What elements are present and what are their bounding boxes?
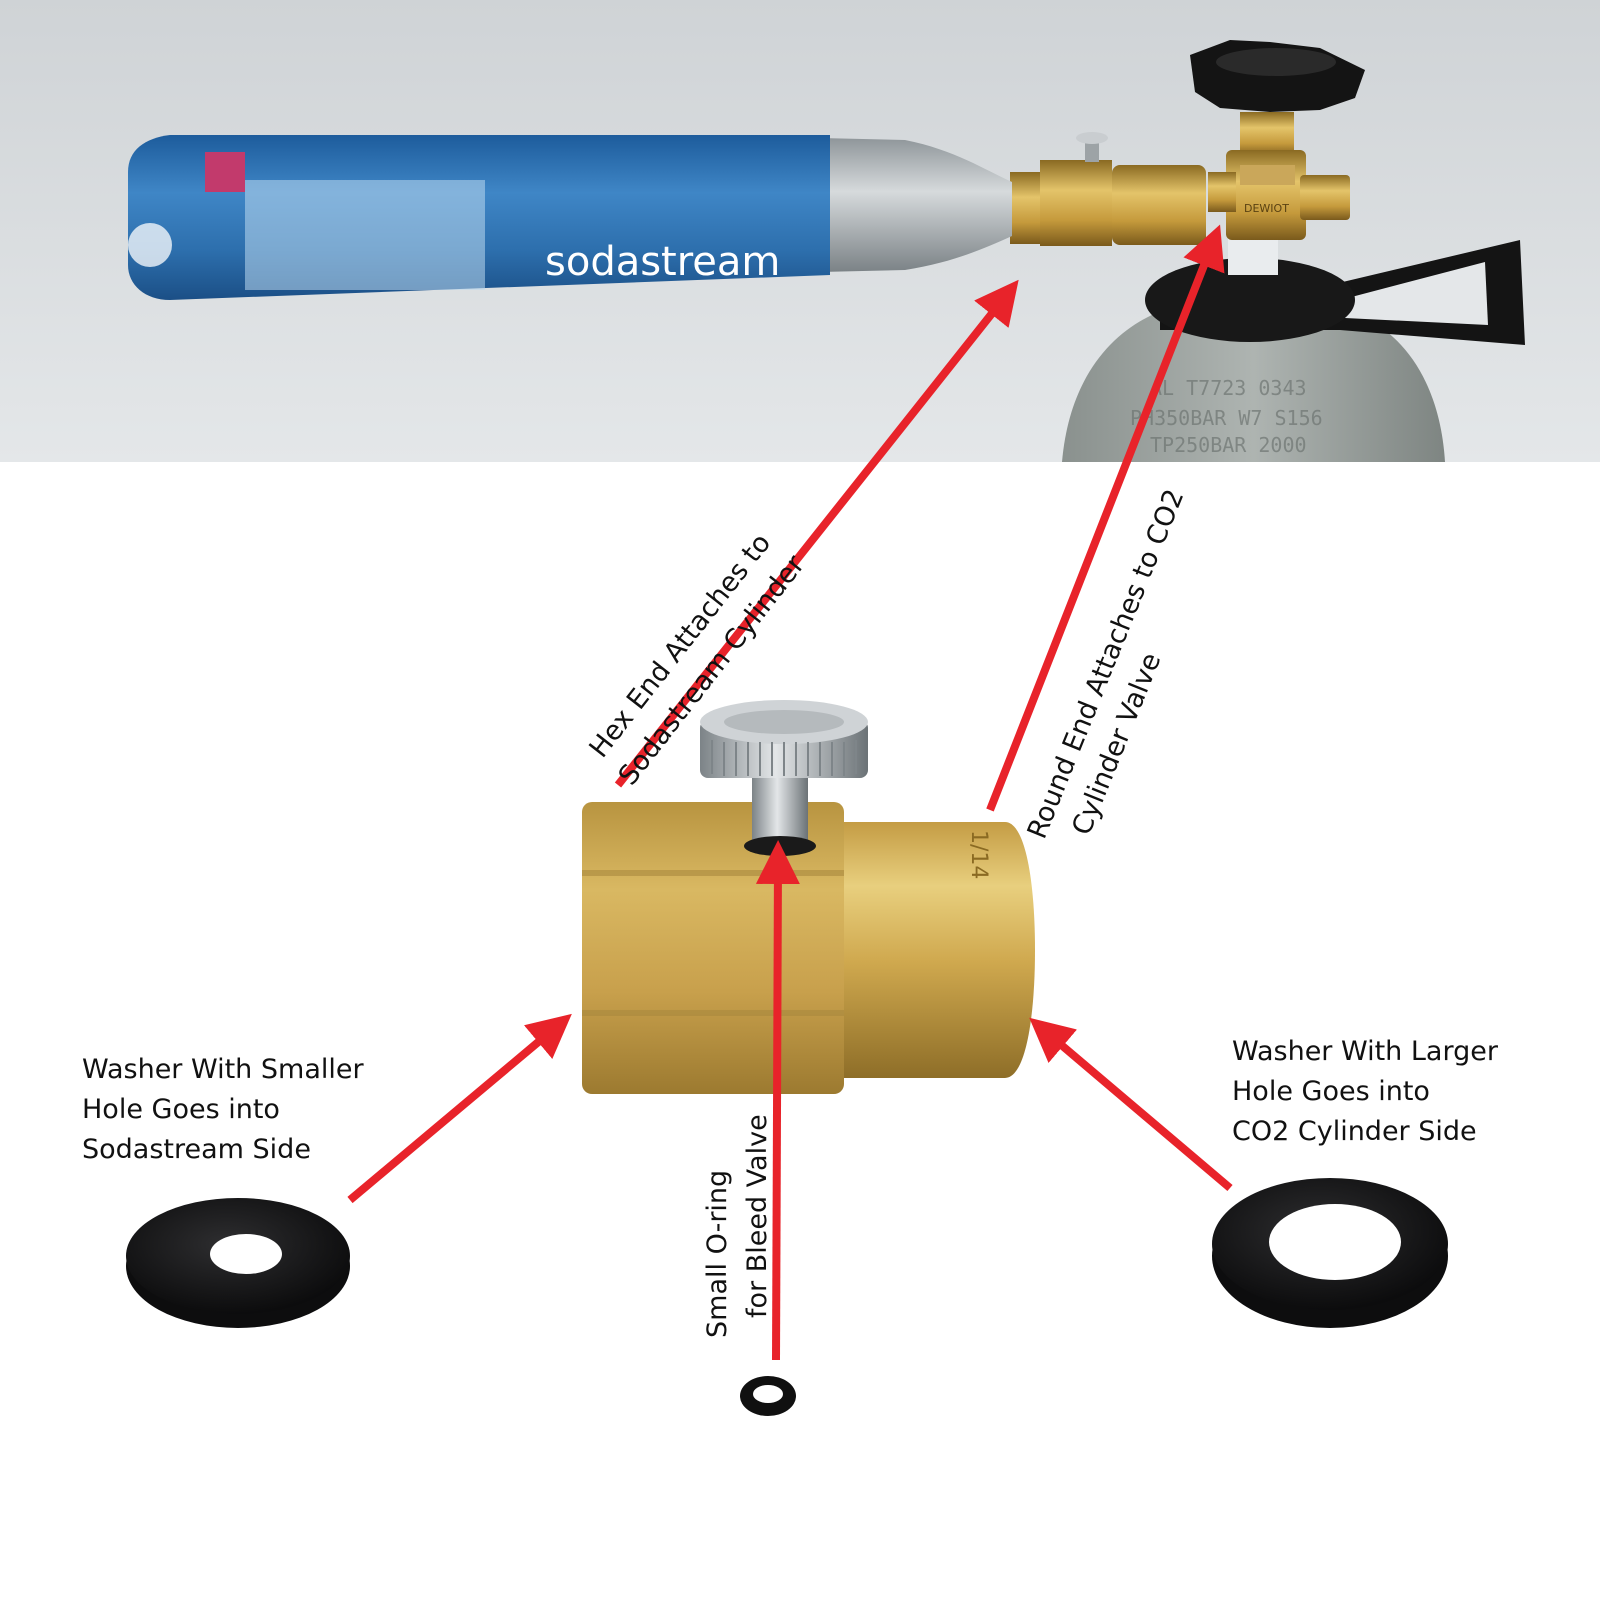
label-large-washer: Washer With Larger Hole Goes into CO2 Cy… xyxy=(1232,1032,1498,1152)
cylinder-valve: DEWIOT xyxy=(1190,40,1365,275)
svg-text:DEWIOT: DEWIOT xyxy=(1244,202,1289,215)
arrow-o-ring xyxy=(755,840,800,1361)
o-ring xyxy=(740,1376,796,1416)
arrow-small-washer xyxy=(347,1013,572,1204)
label-small-washer-line-3: Sodastream Side xyxy=(82,1134,311,1165)
small-hole-washer xyxy=(126,1198,350,1328)
sodastream-neck xyxy=(820,138,1012,272)
arrow-round-end xyxy=(986,224,1225,812)
co2-tank: AL T7723 0343 PH350BAR W7 S156 TP250BAR … xyxy=(1062,305,1445,462)
label-small-washer: Washer With Smaller Hole Goes into Sodas… xyxy=(82,1050,364,1170)
round-end xyxy=(844,822,1035,1078)
label-o-ring-line-1: Small O-ring xyxy=(702,1169,733,1338)
svg-text:PH350BAR W7 S156: PH350BAR W7 S156 xyxy=(1130,406,1323,430)
svg-text:AL T7723 0343: AL T7723 0343 xyxy=(1150,376,1307,400)
label-large-washer-line-3: CO2 Cylinder Side xyxy=(1232,1116,1477,1147)
mounted-adapter xyxy=(1010,132,1206,246)
arrow-large-washer xyxy=(1029,1017,1233,1192)
large-hole-washer xyxy=(1212,1178,1448,1328)
label-large-washer-line-1: Washer With Larger xyxy=(1232,1036,1498,1067)
sodastream-cylinder: sodastream xyxy=(128,135,830,300)
svg-text:TP250BAR 2000: TP250BAR 2000 xyxy=(1150,433,1307,457)
label-small-washer-line-1: Washer With Smaller xyxy=(82,1054,364,1085)
arrow-hex-end xyxy=(614,279,1019,788)
label-o-ring-line-2: for Bleed Valve xyxy=(742,1114,773,1318)
adapter-marking: 1/14 xyxy=(966,830,991,879)
label-small-washer-line-2: Hole Goes into xyxy=(82,1094,280,1125)
label-large-washer-line-2: Hole Goes into xyxy=(1232,1076,1430,1107)
label-o-ring: Small O-ring for Bleed Valve xyxy=(698,1114,778,1338)
brand-text: sodastream xyxy=(545,239,780,285)
